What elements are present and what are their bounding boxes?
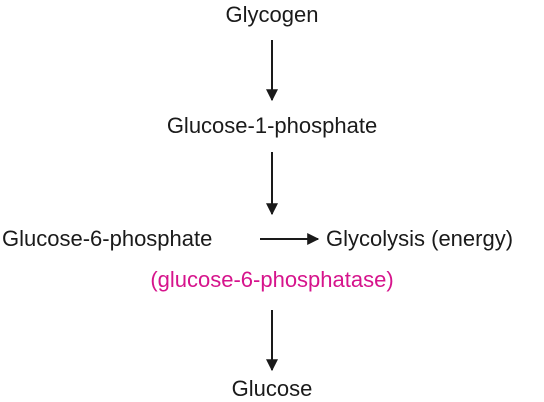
node-glucose-1-phosphate: Glucose-1-phosphate — [166, 113, 378, 138]
node-glycogen: Glycogen — [225, 2, 319, 27]
node-glucose: Glucose — [231, 376, 313, 401]
enzyme-label: (glucose-6-phosphatase) — [150, 267, 394, 292]
node-glucose-6-phosphate: Glucose-6-phosphate — [2, 226, 213, 251]
node-glycolysis: Glycolysis (energy) — [326, 226, 514, 251]
